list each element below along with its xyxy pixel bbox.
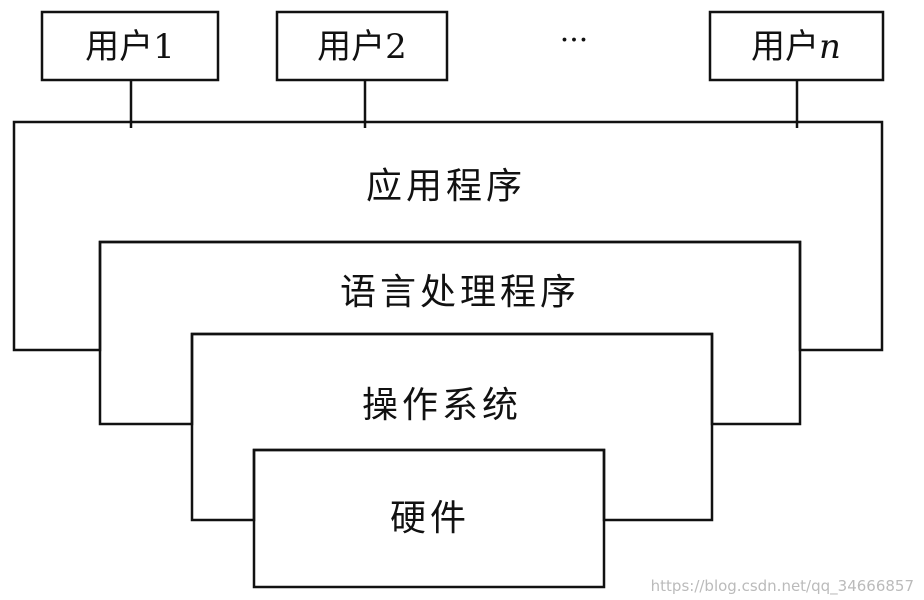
watermark-text: https://blog.csdn.net/qq_34666857 <box>651 577 914 596</box>
layer-application-shape <box>12 120 884 352</box>
layer-operating-system-label: 操作系统 <box>362 385 522 426</box>
layer-language-processor-label: 语言处理程序 <box>340 272 580 313</box>
users-ellipsis: ··· <box>560 23 589 58</box>
layer-hardware-label: 硬件 <box>390 498 470 539</box>
user-label-n-suffix: n <box>819 27 841 67</box>
layer-hardware-box <box>252 448 606 589</box>
layer-operating-system-shape <box>190 332 714 522</box>
user-label-n-prefix: 用户 <box>751 27 819 67</box>
layer-application-label: 应用程序 <box>366 166 526 207</box>
user-label-n: 用户n <box>751 27 841 67</box>
user-box-2 <box>275 10 449 82</box>
user-label-1: 用户1 <box>85 27 175 67</box>
user-label-2: 用户2 <box>317 27 407 67</box>
